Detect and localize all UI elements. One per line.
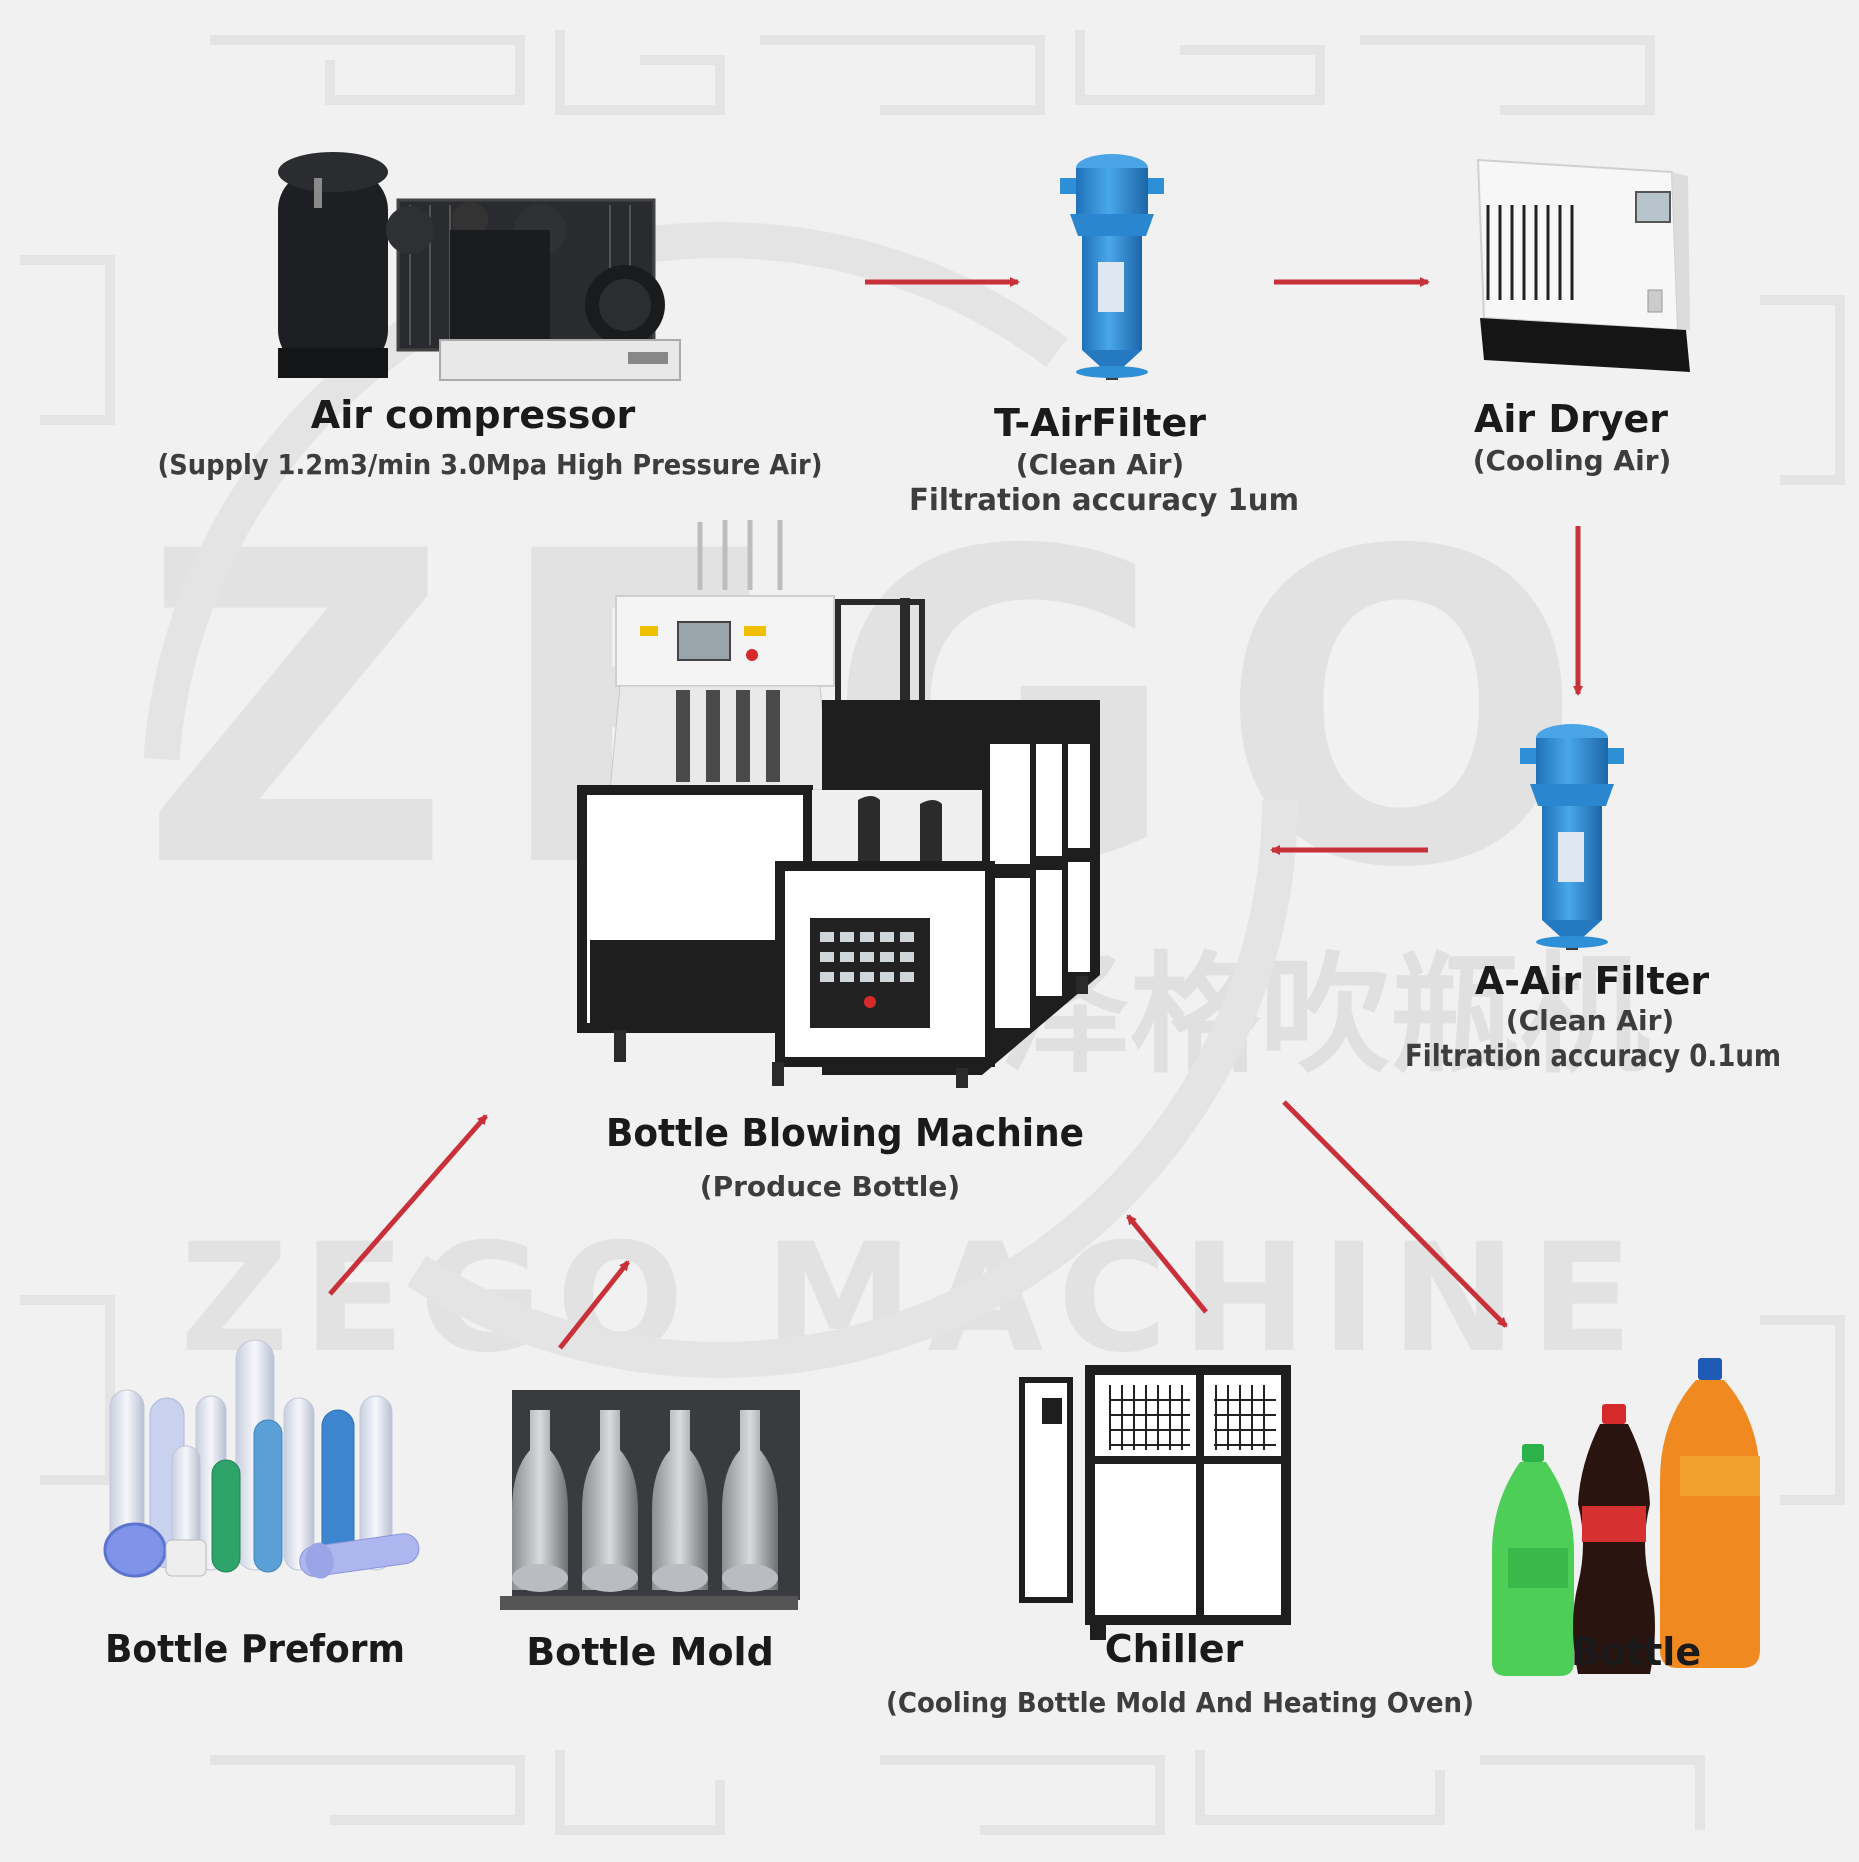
a-air-filter-detail: Filtration accuracy 0.1um [1405, 1039, 1781, 1074]
bottle-mold-image [500, 1390, 800, 1610]
bottle-blowing-machine-title: Bottle Blowing Machine [606, 1111, 1084, 1155]
air-dryer-title: Air Dryer [1474, 397, 1668, 441]
air-compressor-subtitle: (Supply 1.2m3/min 3.0Mpa High Pressure A… [158, 448, 823, 481]
t-air-filter-detail: Filtration accuracy 1um [909, 483, 1299, 518]
chiller-title: Chiller [1105, 1627, 1244, 1671]
bottle-mold-title: Bottle Mold [526, 1630, 774, 1674]
bottle-preform-title: Bottle Preform [105, 1627, 405, 1671]
a-air-filter-title: A-Air Filter [1475, 959, 1710, 1003]
t-air-filter-image [1060, 154, 1164, 380]
arrow-machine-to-bottle [1282, 1100, 1508, 1328]
chiller-image [1019, 1365, 1291, 1640]
a-air-filter-image [1520, 724, 1624, 950]
arrow-preform-to-machine [328, 1114, 488, 1296]
bottle-blowing-machine-image [577, 520, 1100, 1088]
bottle-preform-image [103, 1339, 420, 1579]
t-air-filter-title: T-AirFilter [994, 401, 1206, 445]
bottle-image [1492, 1358, 1760, 1676]
chiller-subtitle: (Cooling Bottle Mold And Heating Oven) [886, 1686, 1474, 1719]
air-dryer-image [1476, 158, 1690, 372]
watermark-zego-machine: ZEGO MACHINE [180, 1212, 1647, 1386]
t-air-filter-subtitle: (Clean Air) [1016, 448, 1184, 481]
flow-arrows [328, 277, 1583, 1350]
bottle-blowing-machine-subtitle: (Produce Bottle) [700, 1170, 960, 1203]
arrow-chiller-to-machine [1126, 1214, 1208, 1314]
air-dryer-subtitle: (Cooling Air) [1473, 444, 1672, 477]
arrow-mold-to-machine [558, 1260, 630, 1350]
background-pattern [20, 30, 1845, 1835]
a-air-filter-subtitle: (Clean Air) [1506, 1004, 1674, 1037]
air-compressor-title: Air compressor [311, 393, 636, 437]
air-compressor-image [278, 152, 681, 381]
bottle-title: Bottle [1571, 1630, 1701, 1674]
